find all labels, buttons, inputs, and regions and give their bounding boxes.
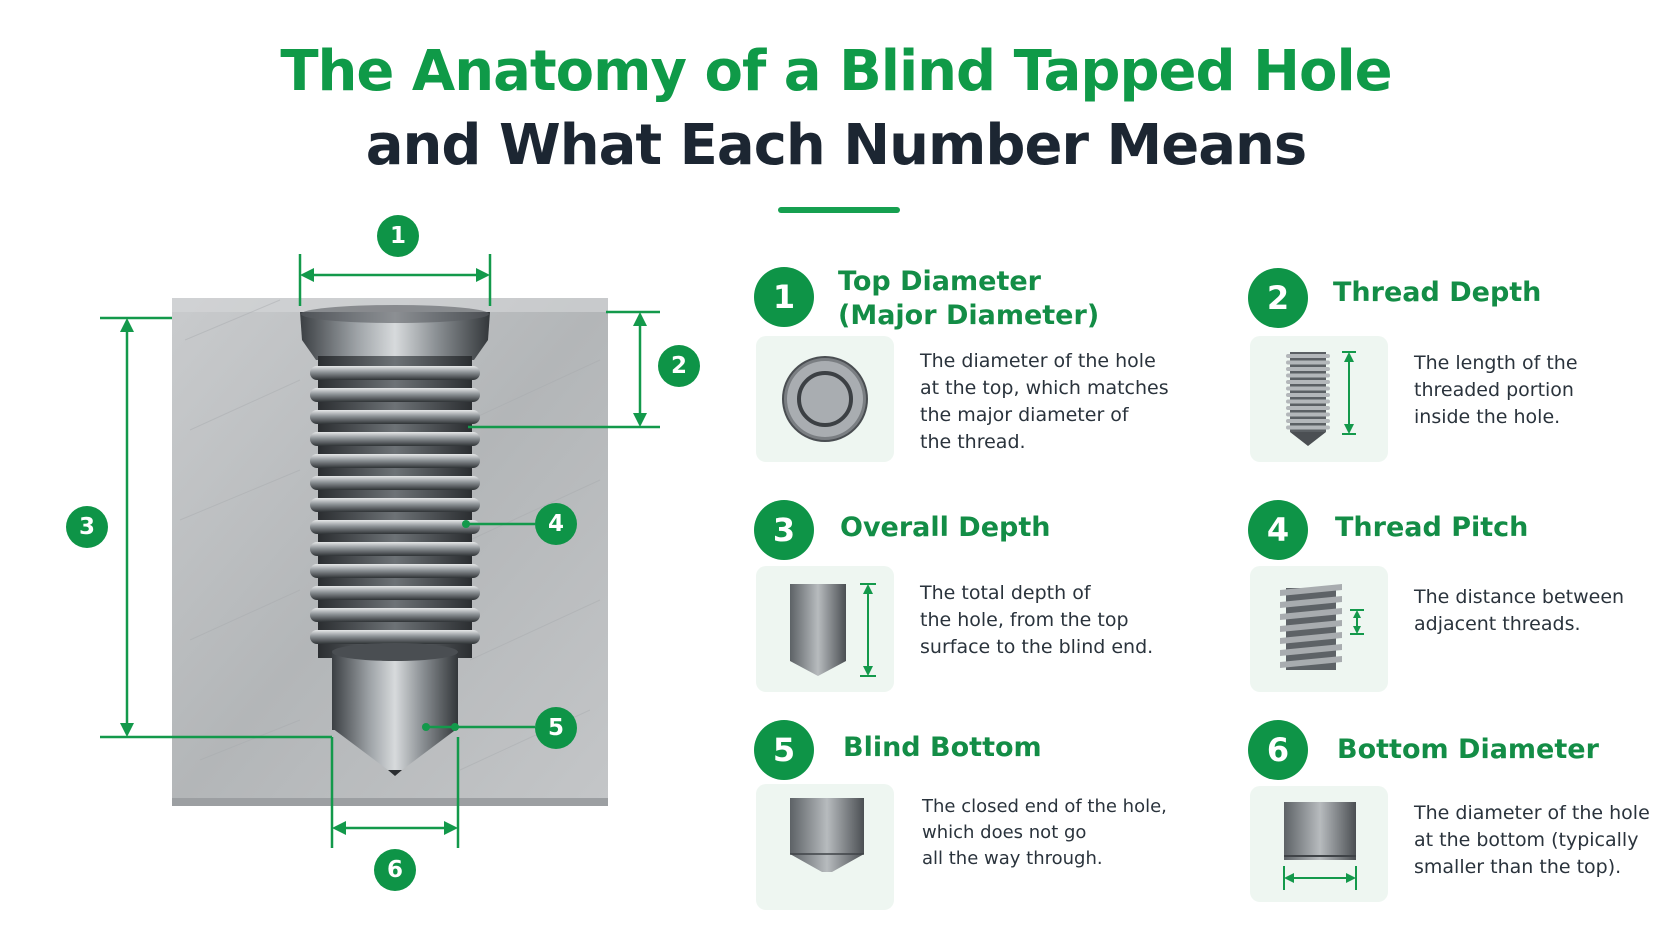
item-6-title: Bottom Diameter xyxy=(1337,734,1599,765)
item-5-badge: 5 xyxy=(754,720,814,780)
thread-ridge xyxy=(1280,608,1342,620)
thread-ridge xyxy=(1286,386,1330,391)
item-3-title: Overall Depth xyxy=(840,512,1051,543)
item-4-badge: 4 xyxy=(1248,500,1308,560)
item-6-description: The diameter of the hole at the bottom (… xyxy=(1414,802,1650,878)
thread-ridge xyxy=(310,432,480,446)
item-1-badge: 1 xyxy=(754,267,814,327)
thread-ridge xyxy=(1286,412,1330,417)
drill-depth-icon xyxy=(756,566,894,692)
blind-bottom-icon xyxy=(756,784,894,910)
thread-ridge xyxy=(310,630,480,644)
thread-ridge xyxy=(1280,584,1342,596)
diagram-callout-3: 3 xyxy=(66,506,108,548)
tapped-hole xyxy=(300,305,490,776)
bottom-diameter-icon xyxy=(1250,786,1388,902)
item-2-badge: 2 xyxy=(1248,268,1308,328)
thread-ridge xyxy=(1280,620,1342,632)
item-1-description: The diameter of the hole at the top, whi… xyxy=(920,350,1169,453)
diagram-callout-5: 5 xyxy=(535,707,577,749)
thread-ridge xyxy=(310,542,480,556)
item-4-title: Thread Pitch xyxy=(1335,512,1529,543)
thread-ridge xyxy=(310,366,480,380)
diagram-callout-1: 1 xyxy=(377,215,419,257)
item-5-description: The closed end of the hole, which does n… xyxy=(922,796,1167,869)
thread-ridge xyxy=(310,608,480,622)
item-1-title: Top Diameter (Major Diameter) xyxy=(838,266,1100,331)
thread-ridge xyxy=(1286,367,1330,371)
thread-ridge xyxy=(310,586,480,600)
thread-ridge xyxy=(1280,644,1342,656)
thread-ridge xyxy=(310,564,480,578)
title-line-2: and What Each Number Means xyxy=(365,113,1308,178)
thread-ridge xyxy=(1286,354,1330,358)
top-view-hole-icon xyxy=(756,336,894,462)
item-4-description: The distance between adjacent threads. xyxy=(1414,586,1625,635)
dimension-lines xyxy=(100,254,660,848)
item-5-title: Blind Bottom xyxy=(843,732,1042,763)
thread-ridge xyxy=(1286,360,1330,365)
thread-ridge xyxy=(1280,656,1342,668)
cross-section-diagram xyxy=(100,254,660,848)
thread-ridge xyxy=(310,410,480,424)
title-line-1: The Anatomy of a Blind Tapped Hole xyxy=(280,39,1392,104)
item-6-badge: 6 xyxy=(1248,720,1308,780)
thread-ridge xyxy=(310,388,480,402)
thread-ridge xyxy=(310,498,480,512)
thread-ridge xyxy=(1286,399,1330,404)
item-2-title: Thread Depth xyxy=(1333,277,1542,308)
item-3-description: The total depth of the hole, from the to… xyxy=(920,582,1154,658)
title-underline xyxy=(778,207,900,213)
thread-ridge xyxy=(1286,419,1330,423)
thread-ridge xyxy=(1286,425,1330,430)
thread-ridge xyxy=(1286,406,1330,410)
diagram-callout-6: 6 xyxy=(374,849,416,891)
item-3-badge: 3 xyxy=(754,500,814,560)
diagram-callout-2: 2 xyxy=(658,345,700,387)
thread-ridge xyxy=(310,454,480,468)
thread-ridge xyxy=(1286,380,1330,384)
thread-ridge xyxy=(1280,632,1342,644)
diagram-callout-4: 4 xyxy=(535,503,577,545)
thread-ridge xyxy=(310,476,480,490)
thread-ridge xyxy=(310,520,480,534)
thread-ridge xyxy=(1280,596,1342,608)
thread-ridge xyxy=(1286,393,1330,397)
item-2-description: The length of the threaded portion insid… xyxy=(1414,352,1578,428)
threaded-section-icon xyxy=(1250,336,1388,462)
thread-ridge xyxy=(1286,373,1330,378)
thread-pitch-icon xyxy=(1250,566,1388,692)
